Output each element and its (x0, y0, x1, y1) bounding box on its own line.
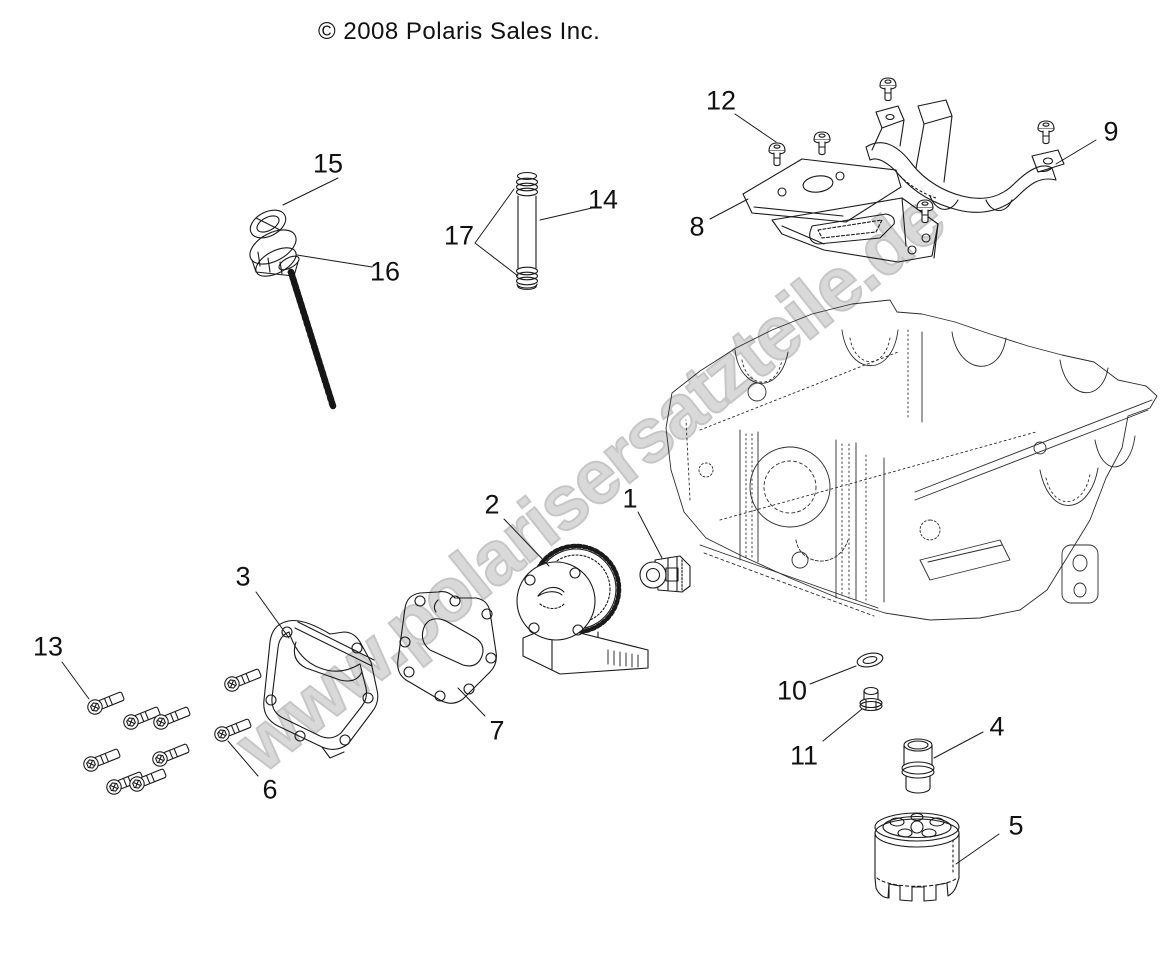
copyright-text: © 2008 Polaris Sales Inc. (318, 18, 601, 45)
callout-5: 5 (1008, 810, 1024, 841)
callout-6: 6 (262, 774, 278, 805)
tube-o-ring-top (515, 177, 539, 187)
callout-11: 11 (789, 740, 819, 771)
cover-bolts (81, 665, 264, 797)
callout-14: 14 (587, 184, 619, 215)
tube-o-ring-bottom (515, 266, 539, 276)
callout-3: 3 (235, 561, 251, 592)
callout-12: 12 (705, 85, 737, 116)
callout-16: 16 (369, 256, 401, 287)
callout-2: 2 (484, 489, 500, 520)
heat-shield-plate (742, 158, 939, 263)
callout-9: 9 (1103, 116, 1119, 147)
crankcase (665, 299, 1158, 621)
plug (859, 686, 883, 712)
oil-pump-cover (263, 619, 379, 759)
callout-10: 10 (776, 675, 808, 706)
callout-15: 15 (312, 148, 344, 179)
oil-filter (874, 812, 960, 902)
callout-8: 8 (689, 211, 705, 242)
callout-7: 7 (489, 715, 505, 746)
oil-filter-adapter-fitting (901, 738, 935, 794)
bolt-13 (85, 688, 127, 717)
oil-tube (515, 171, 539, 290)
dipstick-o-ring (278, 255, 300, 271)
callout-1: 1 (622, 483, 638, 514)
oil-pump-front-plate (516, 561, 596, 641)
callout-17: 17 (443, 220, 475, 251)
oil-pump-assembly (516, 543, 649, 675)
callout-4: 4 (989, 711, 1005, 742)
oil-pump-outlet-fitting (639, 555, 691, 593)
callout-13: 13 (32, 631, 64, 662)
leader-lines (61, 113, 1097, 865)
heat-shield-saddle (865, 99, 1065, 213)
oil-pump-gasket (397, 591, 497, 704)
dipstick (249, 209, 337, 410)
sealing-washer (856, 652, 884, 668)
